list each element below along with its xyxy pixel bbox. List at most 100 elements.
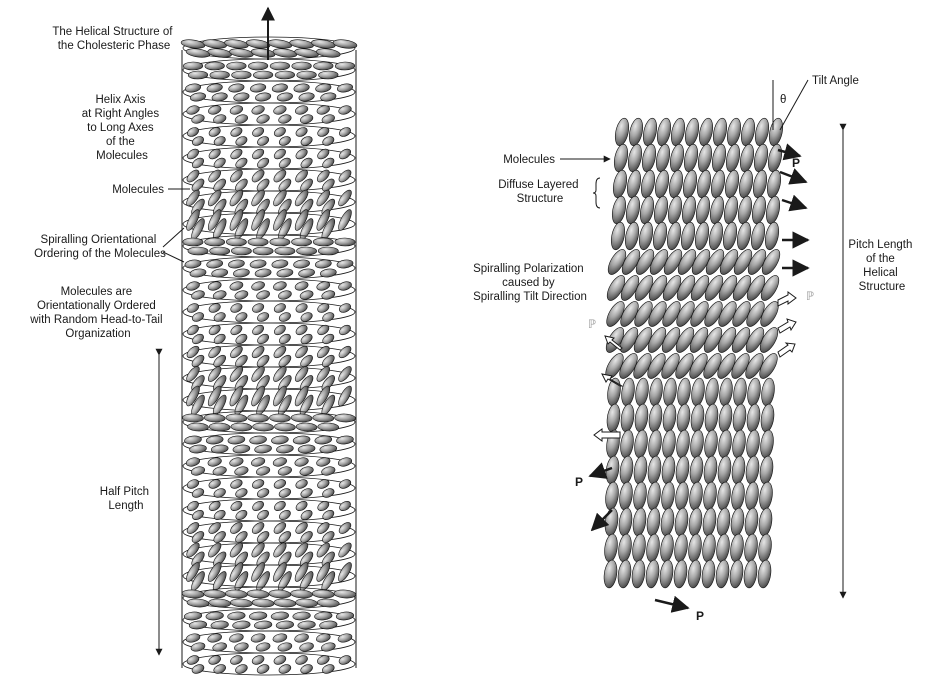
molecule — [208, 126, 222, 139]
molecule — [681, 169, 699, 199]
molecule — [668, 143, 686, 173]
molecule — [313, 414, 334, 423]
molecule — [613, 117, 631, 147]
molecule — [211, 92, 228, 102]
molecule — [294, 456, 309, 467]
molecule — [252, 598, 275, 608]
molecule — [338, 104, 353, 116]
p-outline-label-left: ℙ — [588, 319, 596, 331]
molecule — [189, 268, 206, 278]
molecule — [700, 559, 716, 588]
molecule — [717, 429, 733, 458]
molecule — [336, 188, 354, 208]
molecule — [646, 455, 662, 484]
molecule — [234, 135, 248, 148]
molecule — [673, 533, 689, 562]
molecule — [184, 435, 202, 445]
molecule — [251, 280, 266, 292]
molecule — [186, 126, 200, 139]
molecule — [335, 238, 355, 246]
molecule — [191, 311, 205, 323]
molecule — [250, 259, 267, 269]
molecule — [299, 641, 315, 652]
molecule — [611, 169, 629, 199]
molecule — [605, 403, 621, 432]
molecule — [228, 435, 246, 445]
molecule — [321, 487, 335, 499]
molecule — [291, 414, 312, 423]
molecule — [702, 455, 718, 484]
molecule — [191, 135, 205, 148]
molecule — [296, 423, 317, 432]
molecule — [337, 147, 352, 161]
molecule — [336, 384, 354, 407]
molecule — [690, 377, 706, 406]
molecule — [250, 632, 266, 643]
molecule — [229, 478, 243, 490]
molecule — [604, 481, 620, 510]
molecule — [697, 117, 715, 147]
molecule — [321, 289, 336, 301]
molecule — [277, 92, 294, 102]
molecule — [234, 113, 249, 125]
molecule — [694, 195, 712, 225]
molecule — [207, 47, 232, 58]
molecule — [603, 533, 619, 562]
molecule — [188, 247, 208, 255]
molecule — [267, 38, 292, 49]
molecule — [256, 113, 271, 125]
molecule — [766, 143, 784, 173]
molecule — [752, 143, 770, 173]
molecule — [674, 481, 690, 510]
molecule — [234, 465, 249, 476]
molecule — [182, 414, 203, 423]
molecule — [743, 533, 759, 562]
molecule — [334, 589, 357, 599]
molecule — [297, 620, 315, 629]
molecule — [338, 126, 352, 139]
molecule — [683, 117, 701, 147]
molecule — [659, 533, 675, 562]
molecule — [227, 611, 245, 620]
molecule — [619, 429, 635, 458]
molecule — [672, 559, 688, 588]
molecule — [634, 377, 650, 406]
molecule — [652, 195, 670, 225]
molecule — [707, 221, 725, 251]
molecule — [234, 641, 250, 652]
molecule — [632, 455, 648, 484]
right-panel: Tilt Angle θ Molecules Diffuse Layered S… — [473, 75, 915, 623]
molecule — [253, 71, 273, 79]
molecule — [763, 221, 781, 251]
molecule — [638, 195, 656, 225]
molecule — [211, 444, 229, 454]
molecule — [631, 533, 647, 562]
molecule — [687, 507, 703, 536]
molecule — [744, 455, 760, 484]
molecule — [313, 238, 333, 246]
molecule — [716, 455, 732, 484]
molecule — [295, 598, 318, 608]
molecule — [653, 169, 671, 199]
molecule — [229, 47, 254, 58]
molecule — [751, 169, 769, 199]
molecule — [187, 598, 210, 608]
molecule — [294, 280, 309, 292]
molecule — [274, 598, 297, 608]
molecule — [229, 632, 245, 643]
molecule — [311, 38, 336, 49]
molecule — [202, 38, 227, 49]
molecule — [273, 478, 287, 490]
molecule — [633, 429, 649, 458]
molecule — [234, 289, 249, 301]
molecule — [211, 268, 228, 278]
molecule — [337, 280, 352, 292]
half-pitch-label: Half Pitch Length — [100, 486, 152, 512]
molecule — [270, 62, 290, 70]
molecule — [275, 247, 295, 255]
molecule — [321, 135, 335, 148]
molecule — [335, 62, 355, 70]
diffuse-brace — [593, 178, 600, 208]
left-panel: The Helical Structure of the Cholesteric… — [29, 8, 357, 675]
